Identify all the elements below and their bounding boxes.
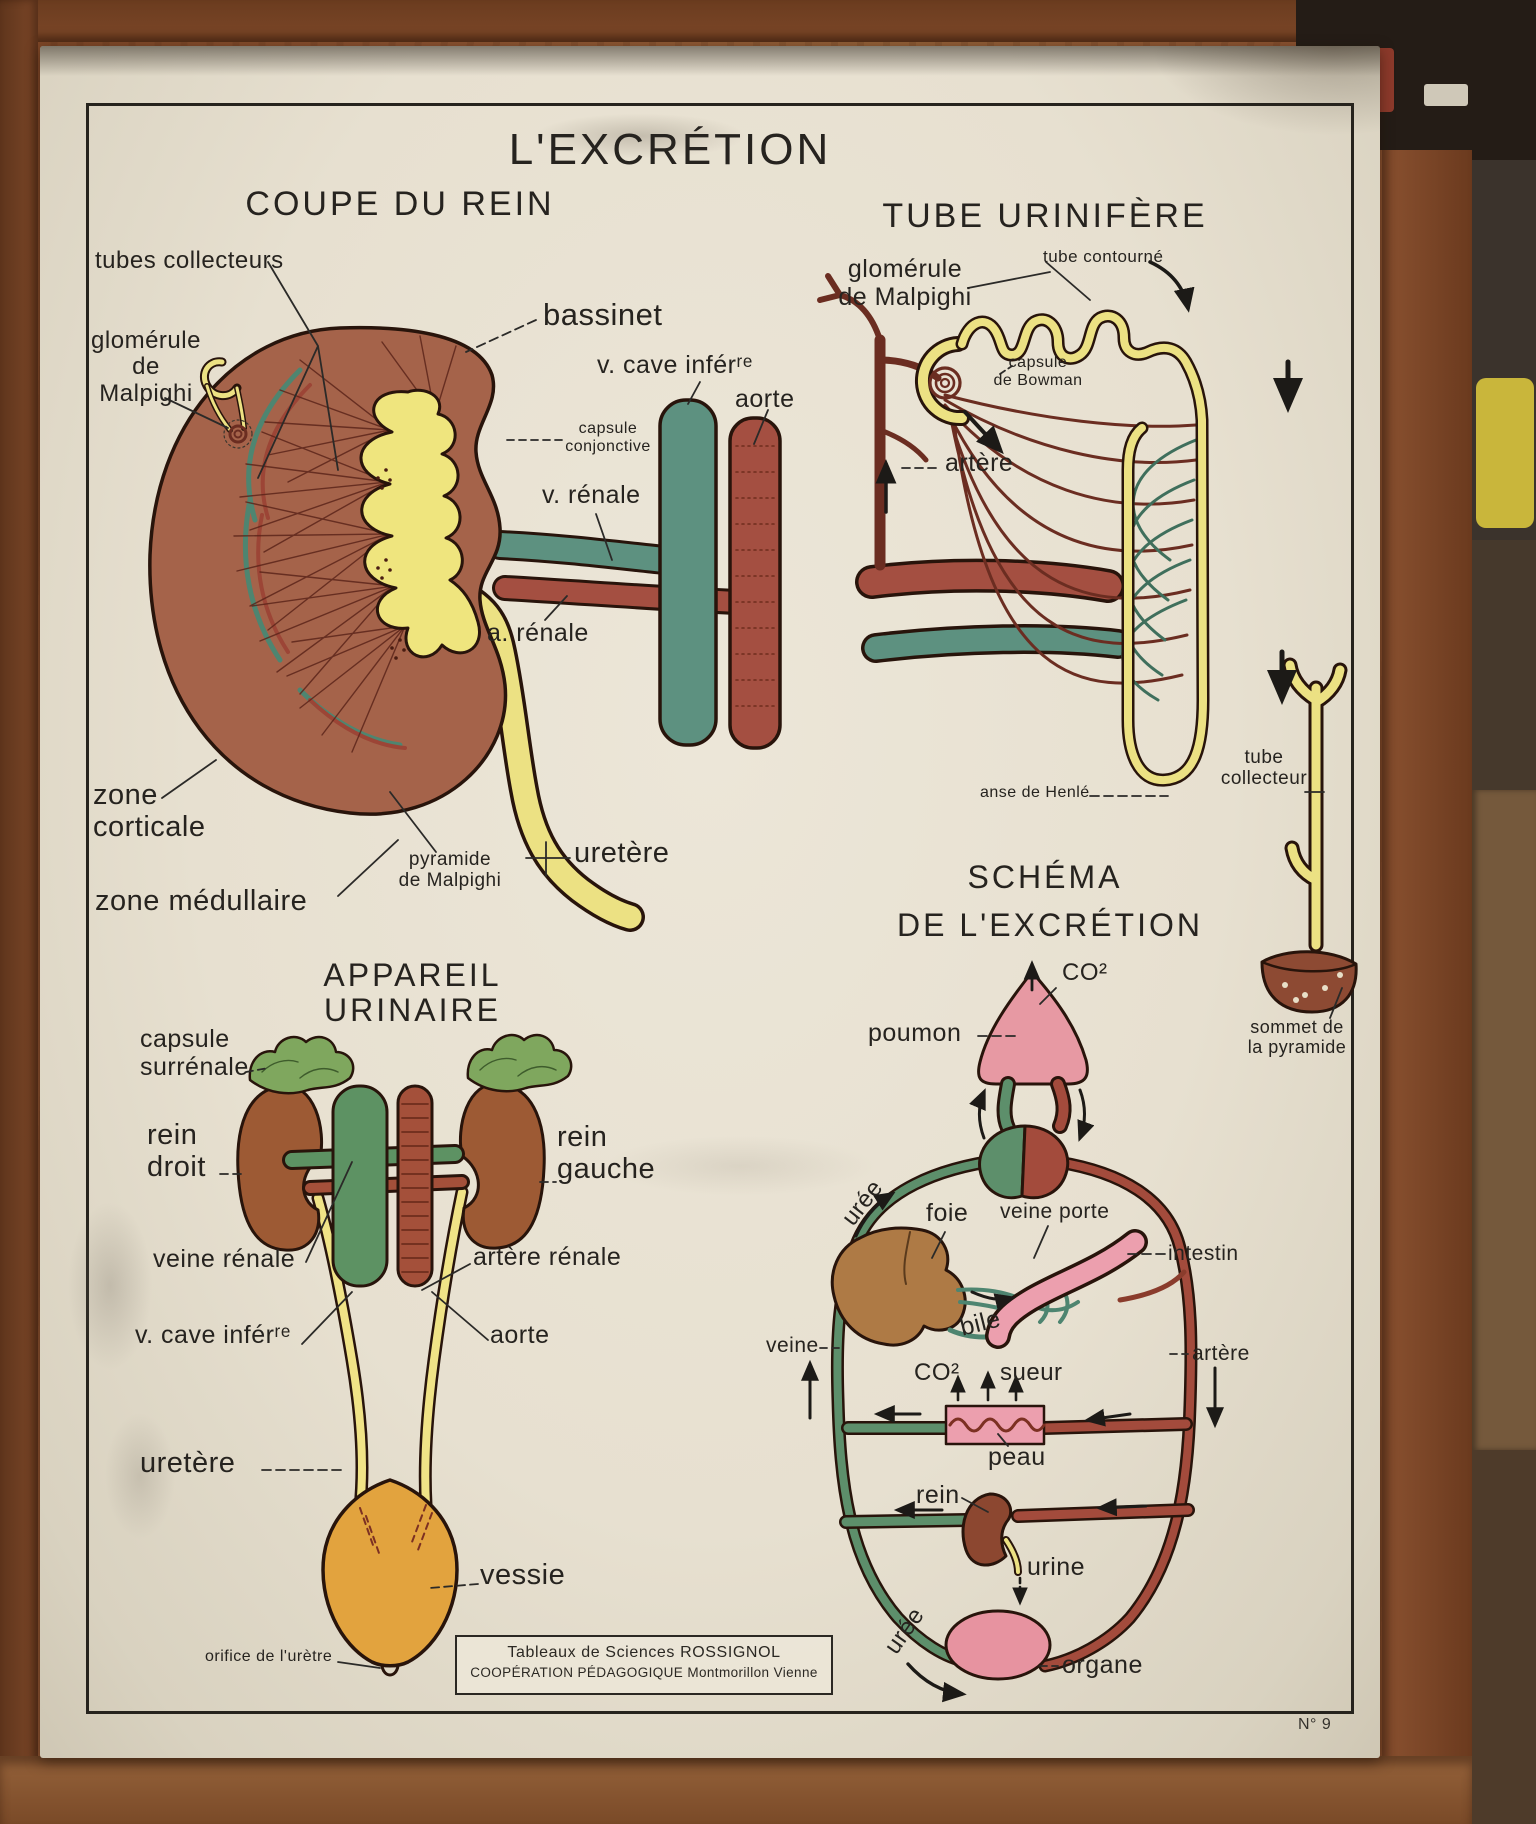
kidney-section-drawing [148, 261, 782, 932]
wood-frame-left [0, 0, 38, 1824]
label-capsule-de-bowman: capsule de Bowman [993, 354, 1083, 389]
excretion-schema-drawing [801, 960, 1224, 1703]
label-sommet-de-la-pyramide: sommet de la pyramide [1247, 1017, 1347, 1057]
background-white-item [1424, 84, 1468, 106]
label-glomerule-malpighi-coupe: glomérule de Malpighi [91, 327, 201, 407]
background-yellow-object [1476, 378, 1534, 528]
label-anse-de-henle: anse de Henlé [980, 784, 1090, 801]
background-floor [1472, 790, 1536, 1450]
label-v-cave-inferieure-appareil: v. cave inférʳᵉ [135, 1321, 291, 1349]
urinary-apparatus-drawing [219, 1033, 573, 1677]
publisher-credit-line1: Tableaux de Sciences ROSSIGNOL [507, 1644, 781, 1661]
label-poumon: poumon [868, 1019, 962, 1047]
label-rein-droit: rein droit [147, 1119, 206, 1183]
poster-title: L'EXCRÉTION [508, 125, 832, 174]
section-title-appareil-urinaire: APPAREIL URINAIRE [323, 957, 502, 1029]
label-glomerule-malpighi-tube: glomérule de Malpighi [838, 255, 972, 311]
label-zone-medullaire: zone médullaire [95, 885, 308, 917]
poster-top-curl-shadow [40, 46, 1380, 76]
label-artere-tube: artère [945, 449, 1014, 477]
label-tube-collecteur: tube collecteur [1220, 747, 1308, 789]
label-veine-schema: veine [766, 1334, 819, 1357]
label-co2-mid: CO² [914, 1359, 960, 1386]
label-bassinet: bassinet [543, 297, 663, 332]
label-sueur: sueur [1000, 1359, 1063, 1386]
background-floor-dark [1472, 1450, 1536, 1824]
label-uretere-appareil: uretère [140, 1447, 236, 1479]
label-pyramide-de-malpighi: pyramide de Malpighi [398, 849, 502, 891]
label-artere-renale-appareil: artère rénale [473, 1243, 622, 1271]
wood-frame-bottom [0, 1756, 1472, 1824]
wood-frame-top [0, 0, 1472, 42]
poster-inner-border [86, 103, 1354, 1714]
schema-title-line2: DE L'EXCRÉTION [897, 907, 1203, 943]
label-vessie: vessie [480, 1559, 566, 1591]
section-title-coupe-du-rein: COUPE DU REIN [245, 185, 555, 223]
label-rein-gauche: rein gauche [557, 1121, 656, 1185]
label-veine-porte: veine porte [1000, 1200, 1110, 1223]
section-title-tube-urinifere: TUBE URINIFÈRE [882, 197, 1208, 235]
label-artere-schema: artère [1192, 1342, 1250, 1365]
label-aorte-coupe: aorte [735, 385, 795, 413]
label-uretere-coupe: uretère [574, 837, 670, 869]
label-intestin: intestin [1168, 1242, 1239, 1265]
label-aorte-appareil: aorte [490, 1321, 550, 1349]
background-wall [1472, 540, 1536, 790]
poster-fold-shadow [1150, 46, 1380, 136]
label-co2-top: CO² [1062, 959, 1108, 986]
label-capsule-conjonctive: capsule conjonctive [565, 420, 651, 455]
uriniferous-tubule-drawing [817, 260, 1358, 1019]
label-urine: urine [1027, 1553, 1086, 1581]
label-peau: peau [988, 1443, 1046, 1471]
schema-title-line1: SCHÉMA [967, 859, 1123, 895]
poster-paper [40, 46, 1380, 1758]
label-veine-renale-coupe: v. rénale [542, 481, 641, 509]
label-v-cave-inferieure-coupe: v. cave inférʳᵉ [597, 351, 753, 379]
label-organe: organe [1062, 1651, 1143, 1679]
publisher-credit-box: Tableaux de Sciences ROSSIGNOL COOPÉRATI… [455, 1635, 833, 1695]
label-orifice-de-l-uretre: orifice de l'urètre [205, 1648, 333, 1665]
label-tubes-collecteurs: tubes collecteurs [95, 247, 284, 274]
label-veine-renale-appareil: veine rénale [153, 1245, 296, 1273]
label-artere-renale-coupe: a. rénale [487, 619, 589, 647]
wood-frame-right [1382, 0, 1472, 1824]
sheet-number: N° 9 [1298, 1716, 1332, 1733]
label-capsule-surrenale: capsule surrénale [140, 1025, 249, 1081]
label-tube-contourne: tube contourné [1043, 247, 1164, 266]
label-zone-corticale: zone corticale [93, 779, 206, 843]
publisher-credit-line2: COOPÉRATION PÉDAGOGIQUE Montmorillon Vie… [470, 1665, 818, 1680]
label-foie: foie [926, 1199, 969, 1227]
label-rein-schema: rein [916, 1481, 960, 1509]
